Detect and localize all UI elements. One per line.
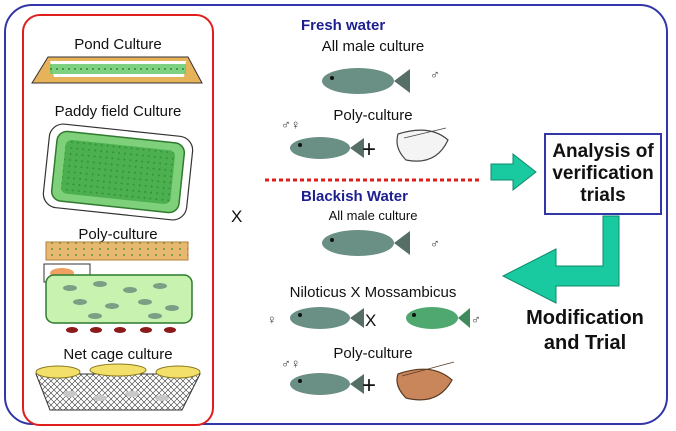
analysis-label: Analysis of verification trials (552, 141, 654, 206)
brackish-poly-culture-label: Poly-culture (333, 345, 413, 362)
fresh-mixed-symbol: ♂♀ (281, 117, 301, 132)
hybrid-label: Niloticus X Mossambicus (289, 284, 457, 301)
fresh-plus: + (362, 136, 377, 163)
pond-culture-label: Pond Culture (74, 36, 162, 53)
hybrid-female-symbol: ♀ (267, 312, 277, 327)
fresh-poly-culture-label: Poly-culture (333, 107, 413, 124)
analysis-box: Analysis of verification trials (544, 133, 662, 215)
brackish-water-header: Blackish Water (301, 188, 408, 205)
fish-icons (290, 68, 470, 395)
net-cage-illustration (35, 363, 201, 411)
outer-frame (4, 4, 668, 425)
shrimp-icon-brackish (396, 361, 455, 401)
poly-culture-label: Poly-culture (78, 226, 158, 243)
right-arrow (490, 152, 537, 192)
pond-illustration (31, 56, 203, 84)
modification-label: Modification and Trial (526, 307, 644, 354)
fresh-all-male-label: All male culture (321, 38, 425, 55)
hybrid-cross: X (365, 311, 377, 330)
brackish-male-symbol: ♂ (430, 236, 440, 251)
hybrid-male-symbol: ♂ (471, 312, 481, 327)
brackish-all-male-label: All male culture (328, 208, 418, 223)
brackish-mixed-symbol: ♂♀ (281, 356, 301, 371)
paddy-field-illustration (42, 123, 194, 221)
brackish-plus: + (362, 372, 377, 399)
return-arrow (501, 215, 620, 304)
paddy-culture-label: Paddy field Culture (54, 103, 182, 120)
fresh-male-symbol: ♂ (430, 67, 440, 82)
cross-symbol: X (231, 207, 243, 226)
fresh-water-header: Fresh water (301, 17, 386, 34)
prawn-icon-fresh (396, 127, 449, 162)
net-cage-culture-label: Net cage culture (63, 346, 173, 363)
poly-culture-illustration (43, 241, 193, 333)
